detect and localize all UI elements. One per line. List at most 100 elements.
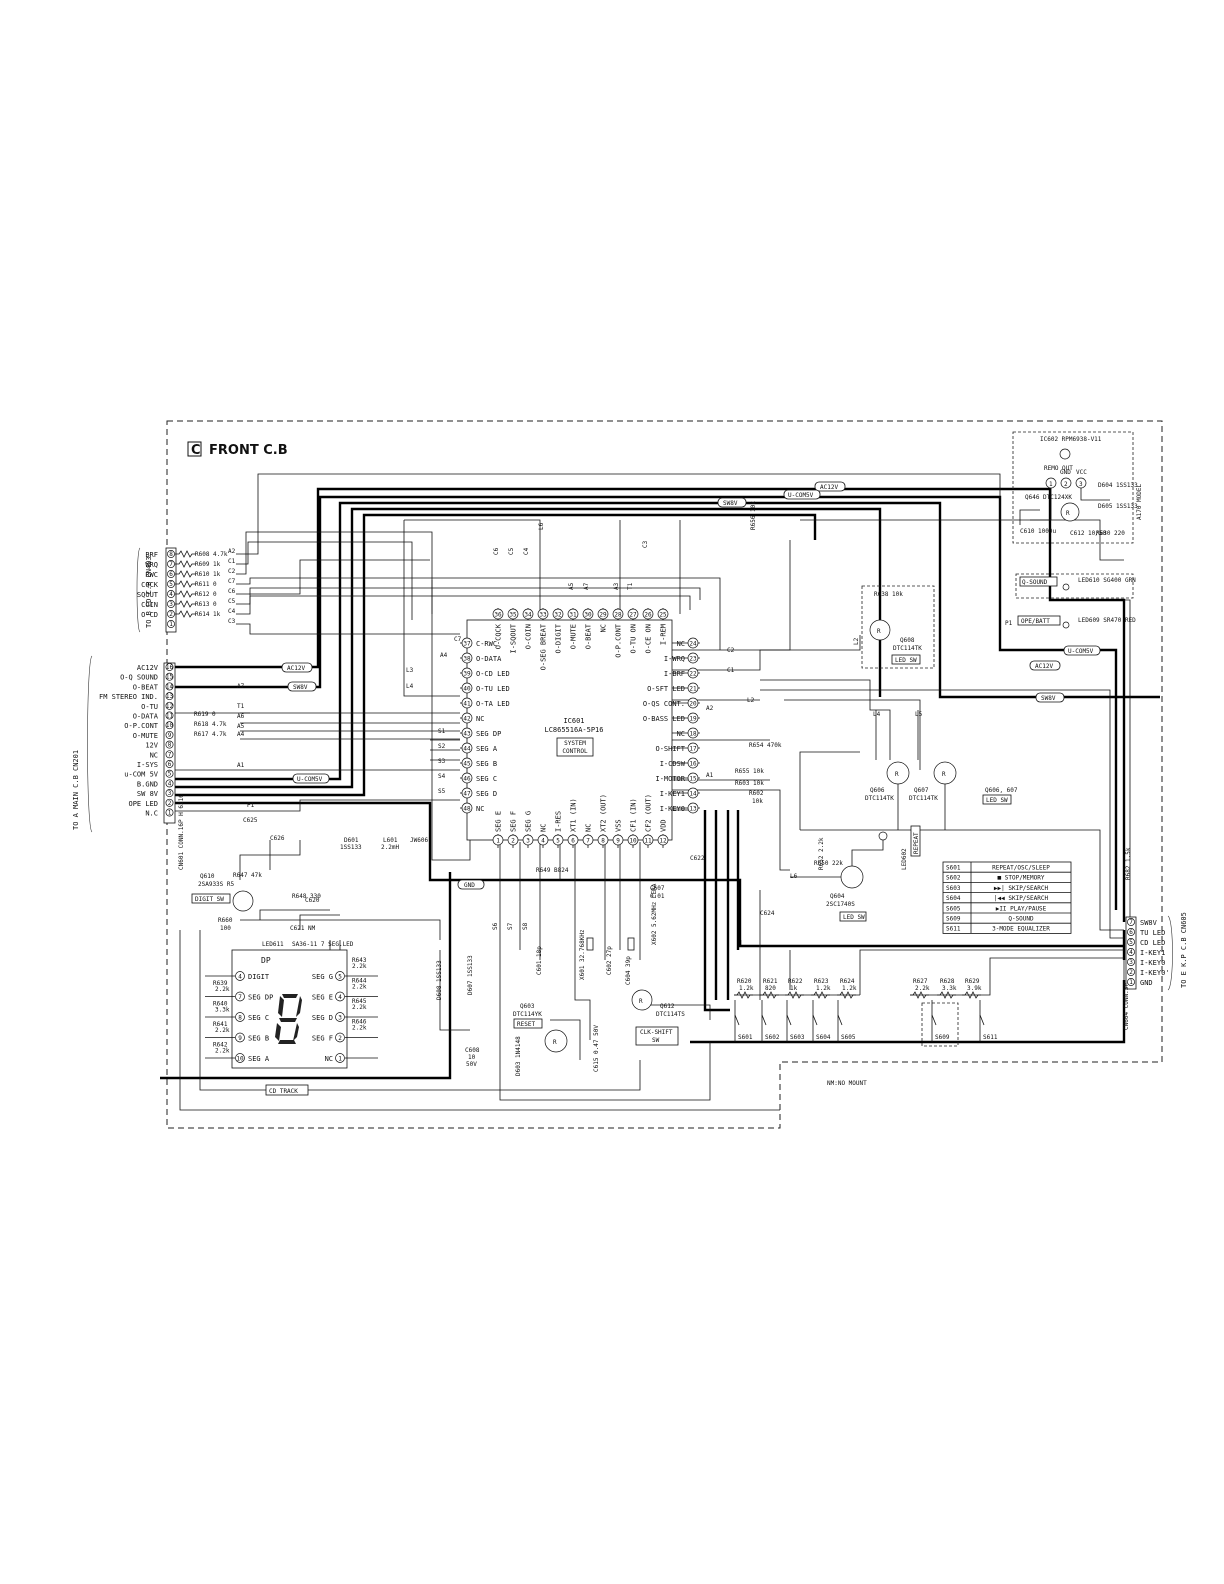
led611-res-ref: R645 bbox=[352, 998, 367, 1005]
switch-ref: S611 bbox=[946, 926, 961, 933]
ic601-pin-9 bbox=[612, 834, 624, 846]
svg-text:A5: A5 bbox=[568, 582, 575, 590]
svg-text:C3: C3 bbox=[642, 540, 649, 548]
key-bus bbox=[734, 957, 1124, 996]
cn201-pin-label: OPE LED bbox=[128, 800, 158, 808]
switch-ref: S601 bbox=[946, 865, 961, 872]
cn201-pin-num: 8 bbox=[168, 742, 172, 749]
svg-text:A2: A2 bbox=[228, 548, 236, 555]
resistor-symbol bbox=[175, 570, 196, 578]
svg-text:C1: C1 bbox=[228, 558, 236, 565]
svg-text:S5: S5 bbox=[438, 788, 446, 795]
tag-sw8v-left: SW8V bbox=[287, 681, 317, 692]
led611-pin-name: SEG A bbox=[248, 1055, 270, 1063]
svg-text:Q603: Q603 bbox=[520, 1003, 535, 1010]
tag-ac12v-left: AC12V bbox=[281, 662, 313, 673]
led611-res-value: 3.3k bbox=[215, 1007, 230, 1014]
ic601-pin-name: O-TU ON bbox=[630, 624, 638, 654]
cn201-pin-num: 14 bbox=[166, 683, 174, 690]
ic601-pin-name: NC bbox=[677, 640, 685, 648]
power-tags: AC12V U-COM5V SW8V AC12V SW8V U-COM5V GN… bbox=[281, 481, 1101, 890]
ic601-pin-num: 5 bbox=[556, 838, 560, 845]
led611-pin-9 bbox=[235, 1032, 245, 1043]
svg-text:R638 10k: R638 10k bbox=[874, 591, 903, 598]
svg-text:AC12V: AC12V bbox=[820, 484, 838, 491]
svg-text:R602: R602 bbox=[749, 790, 764, 797]
svg-text:DTC114TK: DTC114TK bbox=[909, 795, 938, 802]
ic602-ref: IC602 RPM6938-V11 bbox=[1040, 436, 1102, 443]
switch-func: ■ STOP/MEMORY bbox=[998, 875, 1045, 882]
switch-func: |◀◀ SKIP/SEARCH bbox=[994, 895, 1049, 902]
svg-text:Q610: Q610 bbox=[200, 873, 215, 880]
cn201-pin-num: 5 bbox=[168, 771, 172, 778]
cn201-pin-label: O-BEAT bbox=[133, 683, 159, 691]
svg-text:U-COM5V: U-COM5V bbox=[1068, 648, 1094, 655]
svg-text:R618 4.7k: R618 4.7k bbox=[194, 721, 227, 728]
svg-text:SW8V: SW8V bbox=[293, 684, 308, 691]
svg-text:C2: C2 bbox=[727, 647, 735, 654]
ic601-pin-num: 22 bbox=[689, 671, 697, 678]
tag-ucom5v-left: U-COM5V bbox=[292, 773, 330, 784]
svg-text:NM:NO MOUNT: NM:NO MOUNT bbox=[827, 1080, 867, 1087]
ic601-pin-44 bbox=[461, 742, 473, 754]
led611-pin-10 bbox=[235, 1053, 245, 1063]
svg-text:AC12V: AC12V bbox=[1035, 663, 1053, 670]
ic601-pin-16 bbox=[687, 757, 699, 769]
svg-text:C621 NM: C621 NM bbox=[290, 925, 316, 932]
cn604-pin-label: SW8V bbox=[1140, 919, 1158, 927]
ic601-pin-6 bbox=[567, 834, 579, 846]
svg-text:SW8V: SW8V bbox=[1041, 695, 1056, 702]
switch-blade bbox=[786, 1014, 792, 1026]
ic601-pin-name: O-SEG BREAT bbox=[540, 623, 548, 670]
switch-blade bbox=[931, 1014, 937, 1026]
key-res-value: 3.3k bbox=[942, 985, 957, 992]
svg-text:DTC114TK: DTC114TK bbox=[865, 795, 894, 802]
cn403-res-label: R613 0 bbox=[195, 601, 217, 608]
ic601-pin-num: 40 bbox=[463, 686, 471, 693]
cn201-pin-15 bbox=[165, 672, 174, 681]
svg-text:R682 1.5k: R682 1.5k bbox=[1125, 847, 1132, 880]
svg-text:Q606, 607: Q606, 607 bbox=[985, 787, 1018, 794]
cn201-pin-label: O-P.CONT bbox=[124, 722, 159, 730]
svg-text:CLK-SHIFT: CLK-SHIFT bbox=[640, 1029, 673, 1036]
svg-text:S8: S8 bbox=[522, 922, 529, 930]
cn403-pin-8 bbox=[167, 550, 175, 558]
resistor-symbol bbox=[175, 560, 196, 568]
svg-text:OPE/BATT: OPE/BATT bbox=[1021, 618, 1050, 625]
led611-res-ref: R640 bbox=[213, 1001, 228, 1008]
cn201-pin-num: 6 bbox=[168, 761, 172, 768]
ic601-function: SYSTEM bbox=[564, 740, 586, 747]
cn201-pin-3 bbox=[165, 789, 174, 798]
cn201-pin-label: u-COM 5V bbox=[124, 771, 159, 779]
ic601-pin-2 bbox=[507, 834, 519, 846]
svg-text:R648 330: R648 330 bbox=[292, 893, 321, 900]
cn201-pin-label: O-Q SOUND bbox=[120, 674, 158, 682]
ic601-pin-name: XT1 (IN) bbox=[570, 798, 578, 832]
cn403-res-label: R608 4.7k bbox=[195, 551, 228, 558]
cn604-pin-2 bbox=[1127, 968, 1135, 976]
svg-text:R: R bbox=[895, 771, 899, 778]
led611-res-ref: R639 bbox=[213, 980, 228, 987]
svg-text:A7: A7 bbox=[237, 683, 245, 690]
cd-track-label: CD TRACK bbox=[269, 1088, 298, 1095]
svg-text:Q607: Q607 bbox=[914, 787, 929, 794]
cn201-pin-label: O-TU bbox=[141, 703, 158, 711]
svg-text:A2: A2 bbox=[706, 705, 714, 712]
ic601-pin-name: I-RES bbox=[555, 811, 563, 832]
svg-text:R: R bbox=[639, 998, 643, 1005]
switch-label: S611 bbox=[983, 1034, 998, 1041]
switch-ref: S605 bbox=[946, 905, 961, 912]
cn604-pin-label: I-KEY0' bbox=[1140, 969, 1170, 977]
ic601-pin-name: I-REM bbox=[660, 624, 668, 645]
svg-text:SA36-11 7 SEG.LED: SA36-11 7 SEG.LED bbox=[292, 941, 354, 948]
cn403-pin-6 bbox=[167, 570, 175, 578]
svg-text:C610 1000u: C610 1000u bbox=[1020, 528, 1057, 535]
cn201-resistors: R619 0 R618 4.7k R617 4.7k bbox=[194, 711, 227, 738]
ic601-pin-num: 9 bbox=[616, 838, 620, 845]
cn201-pin-12 bbox=[165, 701, 174, 710]
ic601-pin-name: O-SHIFT bbox=[655, 745, 685, 753]
cn403-pin-label: SQOUT bbox=[137, 591, 159, 599]
svg-text:100: 100 bbox=[220, 925, 231, 932]
